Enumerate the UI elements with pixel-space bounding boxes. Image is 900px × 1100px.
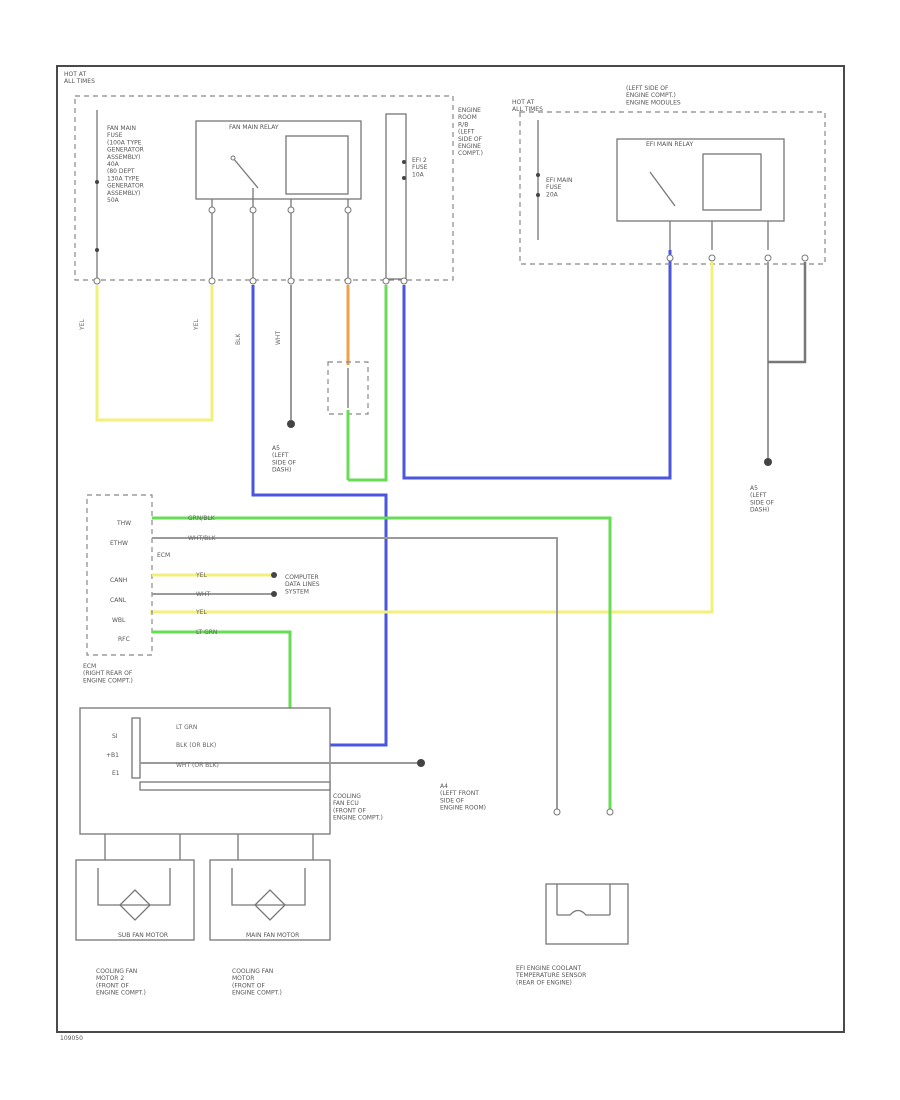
svg-text:THW: THW bbox=[116, 520, 131, 527]
svg-text:MAIN FAN MOTOR: MAIN FAN MOTOR bbox=[246, 932, 299, 939]
diagram-frame bbox=[56, 65, 845, 1033]
svg-text:SUB FAN MOTOR: SUB FAN MOTOR bbox=[118, 932, 168, 939]
svg-text:WHT: WHT bbox=[196, 591, 210, 598]
svg-text:CANH: CANH bbox=[110, 577, 127, 584]
svg-text:LT GRN: LT GRN bbox=[196, 629, 217, 636]
cooling-fan-ecu bbox=[79, 707, 331, 835]
engine-module-box bbox=[519, 111, 826, 265]
svg-text:BLK: BLK bbox=[235, 333, 242, 345]
svg-text:BLK (OR BLK): BLK (OR BLK) bbox=[176, 742, 216, 749]
svg-text:YEL: YEL bbox=[79, 319, 86, 331]
svg-text:GRN/BLK: GRN/BLK bbox=[188, 515, 216, 522]
svg-text:YEL: YEL bbox=[193, 319, 200, 331]
svg-text:RFC: RFC bbox=[118, 636, 130, 643]
coolant-sensor bbox=[545, 883, 629, 945]
svg-text:WHT (OR BLK): WHT (OR BLK) bbox=[176, 762, 219, 769]
svg-text:E1: E1 bbox=[112, 770, 120, 777]
svg-text:WHT: WHT bbox=[275, 331, 282, 345]
svg-text:+B1: +B1 bbox=[106, 752, 119, 759]
efi2-fuse-box bbox=[385, 113, 407, 280]
footer-code: 109050 bbox=[60, 1035, 83, 1042]
svg-text:WHT/BLK: WHT/BLK bbox=[188, 535, 217, 542]
svg-text:ECM: ECM bbox=[157, 552, 170, 559]
main-fan-motor bbox=[209, 859, 331, 941]
svg-text:ETHW: ETHW bbox=[110, 540, 128, 547]
ecm-connector bbox=[86, 494, 153, 656]
efi-main-relay-label: EFI MAIN RELAY bbox=[646, 141, 693, 148]
fan-main-relay-label: FAN MAIN RELAY bbox=[229, 124, 279, 131]
svg-text:LT GRN: LT GRN bbox=[176, 724, 197, 731]
svg-text:YEL: YEL bbox=[195, 572, 207, 579]
svg-text:YEL: YEL bbox=[195, 609, 207, 616]
svg-text:CANL: CANL bbox=[110, 597, 127, 604]
svg-text:SI: SI bbox=[112, 733, 118, 740]
sub-fan-motor bbox=[75, 859, 195, 941]
svg-text:WBL: WBL bbox=[112, 617, 126, 624]
engine-room-rb-box bbox=[74, 95, 454, 281]
